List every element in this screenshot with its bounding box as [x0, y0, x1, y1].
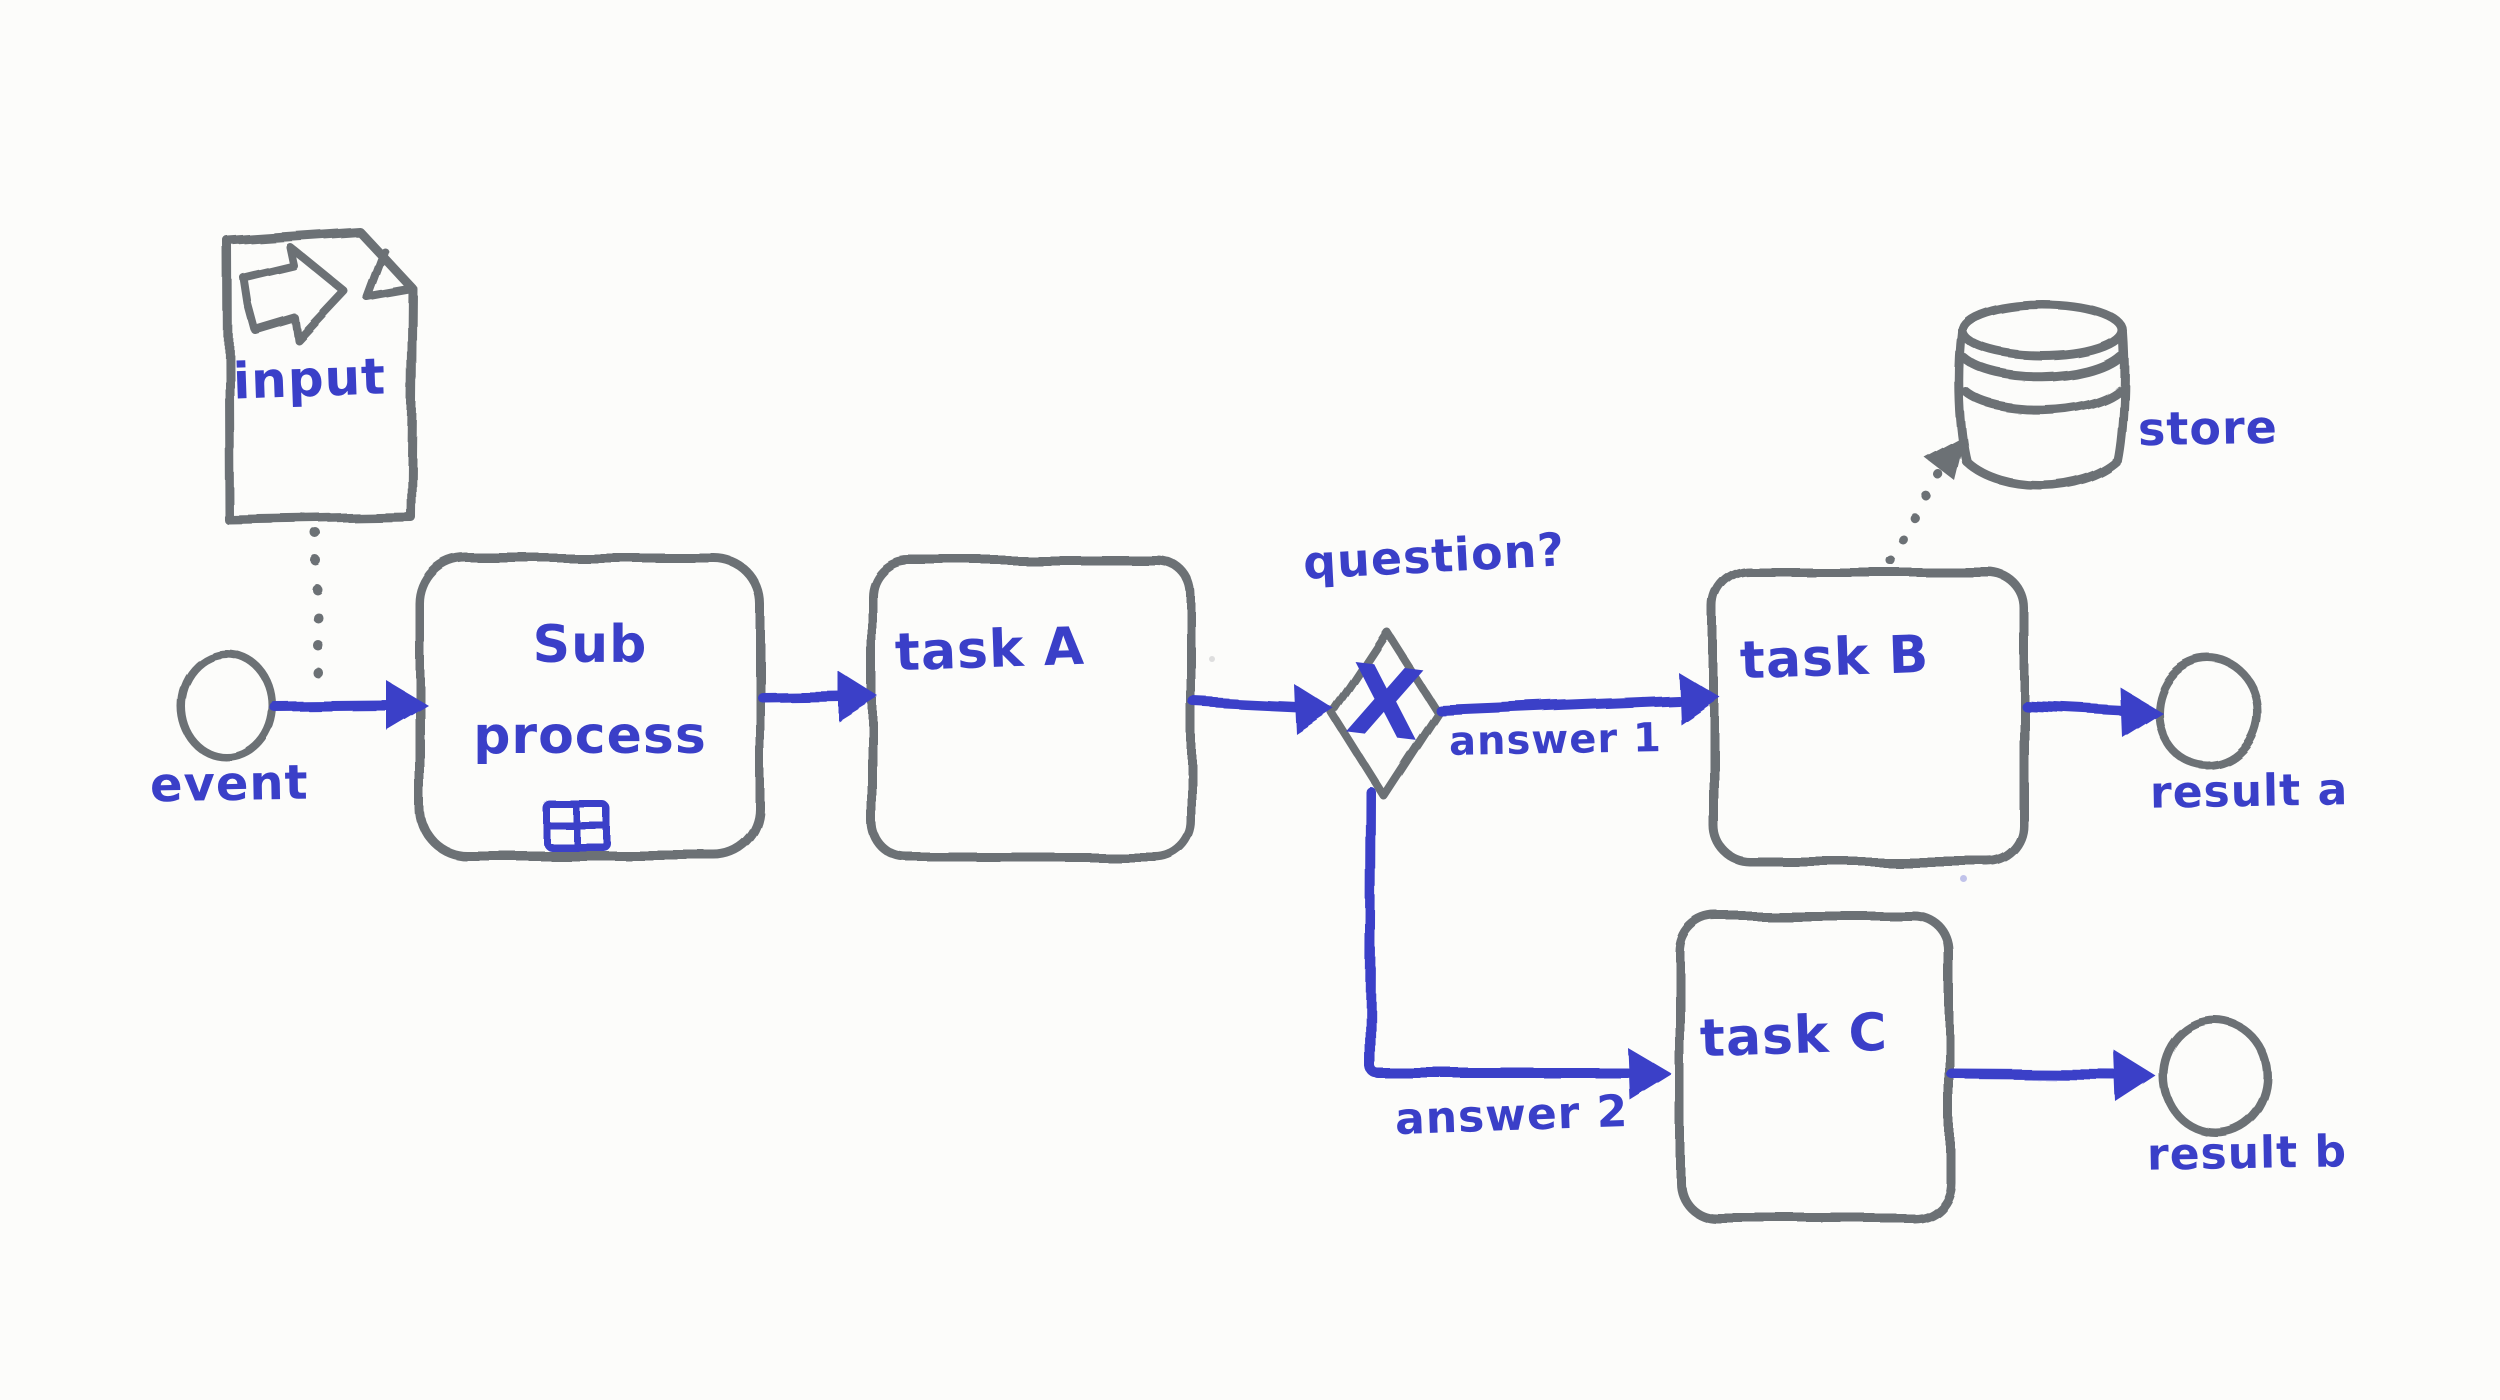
store-association-dotted-line: [1885, 451, 1955, 565]
scan-speck: [1209, 656, 1215, 662]
task-a-label: task A: [893, 616, 1086, 684]
subprocess-label: Sub process: [420, 600, 760, 782]
event-label: event: [149, 754, 309, 814]
task-c-label: task C: [1698, 1002, 1889, 1070]
flow-taskb-to-resulta-arrowhead: [2120, 687, 2162, 737]
scan-speck: [1960, 875, 1967, 882]
result-b-label: result b: [2146, 1126, 2348, 1181]
datastore-cylinder-icon: [1954, 299, 2128, 490]
input-label: input: [232, 347, 387, 411]
flow-taska-to-gateway-arrowhead: [1294, 684, 1334, 734]
flow-subprocess-to-taska: [757, 691, 849, 702]
task-a-box: [867, 555, 1197, 863]
document-arrow-icon: [240, 243, 348, 344]
flow-taska-to-gateway: [1189, 697, 1303, 712]
flow-taskb-to-resulta: [2021, 701, 2129, 716]
flow-taskc-to-resultb-arrowhead: [2114, 1050, 2156, 1102]
gateway-x-symbol: X: [1341, 642, 1430, 764]
result-a-label: result a: [2149, 764, 2349, 819]
flow-taskc-to-resultb: [1947, 1069, 2123, 1080]
answer2-edge-label: answer 2: [1394, 1085, 1630, 1146]
store-association-arrowhead: [1925, 436, 1966, 481]
task-c-box: [1675, 911, 1955, 1223]
answer1-edge-label: answer 1: [1448, 715, 1663, 765]
task-b-box: [1709, 567, 2029, 867]
end-event-result-b-circle: [2159, 1016, 2271, 1136]
document-shape: [223, 227, 418, 525]
task-b-label: task B: [1738, 624, 1931, 692]
document-fold-corner: [363, 247, 416, 301]
flow-gateway-to-taskc-arrowhead: [1628, 1048, 1672, 1100]
flow-event-to-subprocess: [269, 700, 395, 711]
flow-event-to-subprocess-arrowhead: [386, 680, 428, 730]
store-label: store: [2137, 399, 2279, 457]
start-event-circle: [176, 649, 276, 761]
flow-subprocess-to-taska-arrowhead: [838, 671, 878, 721]
flow-gateway-to-taskb-arrowhead: [1678, 672, 1720, 724]
flow-gateway-to-taskb: [1435, 695, 1683, 715]
subprocess-label-line1: Sub: [532, 615, 648, 675]
subprocess-grid-icon: [543, 801, 611, 851]
flow-gateway-to-taskc: [1365, 787, 1633, 1078]
end-event-result-a-circle: [2154, 654, 2262, 770]
subprocess-label-line2: process: [473, 706, 707, 766]
